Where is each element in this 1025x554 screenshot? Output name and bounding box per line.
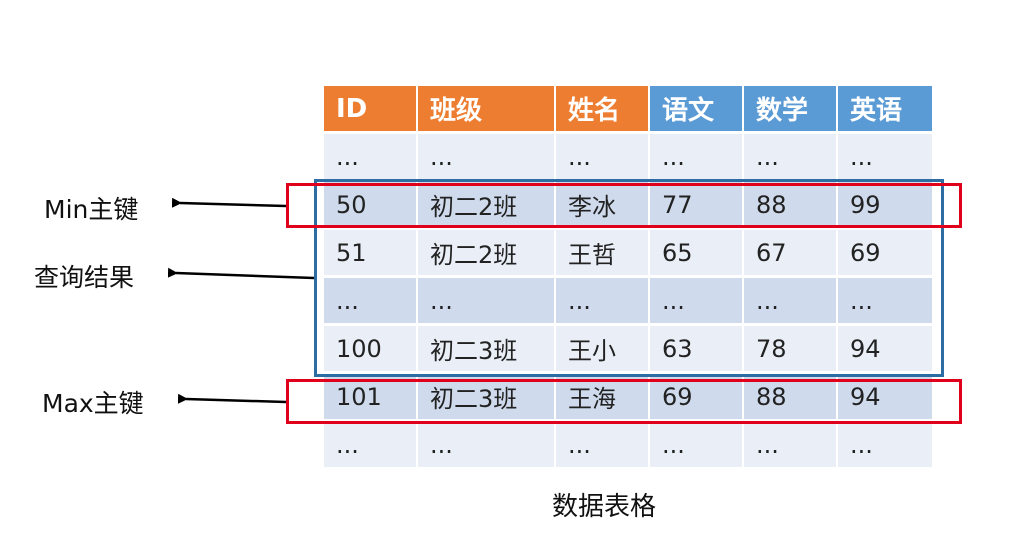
table-cell: ...: [744, 134, 836, 179]
table-cell: ...: [418, 422, 554, 467]
table-caption: 数据表格: [552, 492, 657, 522]
table-row: ..................: [324, 134, 934, 179]
table-cell: ...: [324, 134, 416, 179]
table-row: ..................: [324, 278, 934, 323]
header-cell: 姓名: [556, 86, 648, 131]
table-cell: 78: [744, 326, 836, 371]
header-cell: ID: [324, 86, 416, 131]
table-cell: 51: [324, 230, 416, 275]
table-cell: 李冰: [556, 182, 648, 227]
table-cell: 77: [650, 182, 742, 227]
table-cell: ...: [556, 422, 648, 467]
table-cell: ...: [744, 278, 836, 323]
table-cell: 初二2班: [418, 230, 554, 275]
table-cell: 100: [324, 326, 416, 371]
table-cell: ...: [556, 134, 648, 179]
query-result-label: 查询结果: [34, 263, 135, 292]
table-cell: 99: [838, 182, 932, 227]
table-row: ..................: [324, 422, 934, 467]
table-cell: 63: [650, 326, 742, 371]
table-cell: 69: [838, 230, 932, 275]
table-cell: ...: [418, 278, 554, 323]
table-cell: 初二2班: [418, 182, 554, 227]
table-cell: 67: [744, 230, 836, 275]
query-result-box: [314, 179, 944, 377]
min-key-label: Min主键: [44, 195, 139, 224]
max-key-label: Max主键: [42, 389, 144, 418]
table-cell: ...: [324, 422, 416, 467]
query-result-arrow: [167, 267, 315, 280]
max-key-arrow: [177, 393, 287, 404]
table-cell: ...: [838, 134, 932, 179]
header-cell: 语文: [650, 86, 742, 131]
table-cell: ...: [838, 278, 932, 323]
table-cell: 88: [744, 182, 836, 227]
table-cell: 94: [838, 326, 932, 371]
table-cell: ...: [556, 278, 648, 323]
table-cell: 初二3班: [418, 326, 554, 371]
table-cell: ...: [324, 278, 416, 323]
header-cell: 班级: [418, 86, 554, 131]
table-cell: 65: [650, 230, 742, 275]
table-cell: ...: [418, 134, 554, 179]
header-cell: 数学: [744, 86, 836, 131]
header-cell: 英语: [838, 86, 932, 131]
table-cell: 王小: [556, 326, 648, 371]
table-cell: 50: [324, 182, 416, 227]
table-cell: ...: [650, 134, 742, 179]
table-cell: ...: [838, 422, 932, 467]
table-cell: ...: [650, 422, 742, 467]
min-key-arrow: [171, 197, 287, 208]
table-cell: 王哲: [556, 230, 648, 275]
min-key-highlight-box: [286, 183, 962, 228]
table-cell: ...: [650, 278, 742, 323]
max-key-highlight-box: [286, 379, 962, 424]
table-cell: ...: [744, 422, 836, 467]
